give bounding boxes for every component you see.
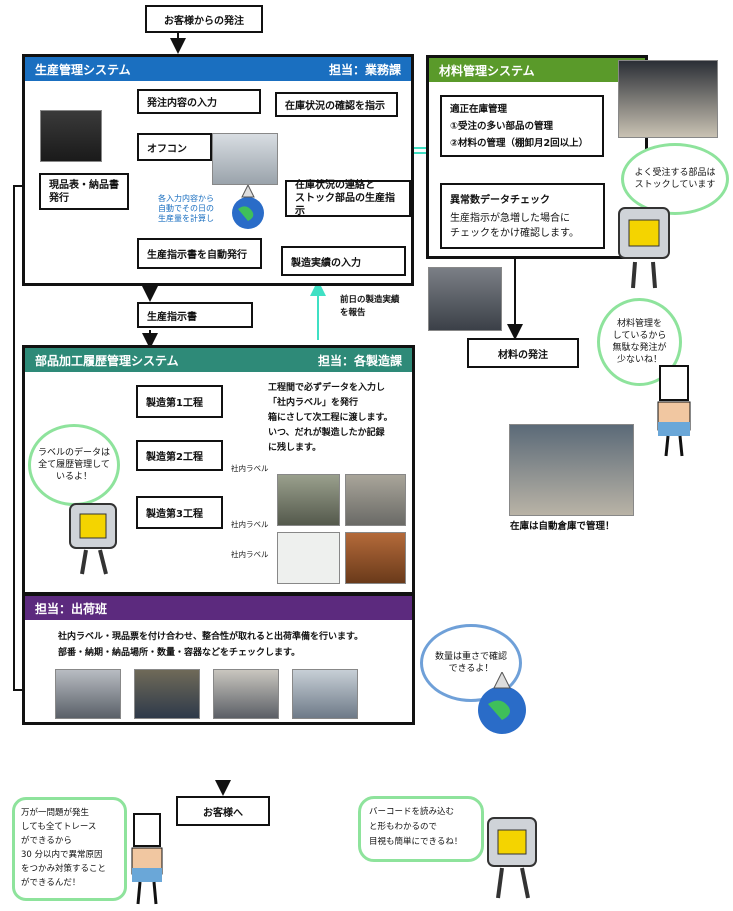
shipping-photo-4 (292, 669, 358, 719)
shipping-photo-2 (134, 669, 200, 719)
abnormal-check-box: 異常数データチェック 生産指示が急増した場合に チェックをかけ確認します。 (440, 183, 605, 249)
label-tag-1: 社内ラベル (231, 464, 269, 473)
production-title: 生産管理システム (35, 62, 131, 77)
shipping-photo-3 (213, 669, 279, 719)
label-tag-3: 社内ラベル (231, 550, 269, 559)
offcon-box: オフコン (137, 133, 212, 161)
worker-photo (277, 474, 340, 526)
barcode-speech-bubble: バーコードを読み込む と形もわかるので 目視も簡単にできるね！ (358, 796, 484, 862)
abnormal-title: 異常数データチェック (450, 195, 550, 206)
production-header: 生産管理システム 担当：業務課 (25, 57, 411, 81)
shipping-title: 担当：出荷班 (35, 601, 108, 616)
globe-mascot-icon (478, 672, 526, 734)
auto-issue-box: 生産指示書を自動発行 (137, 238, 262, 269)
result-input-box: 製造実績の入力 (281, 246, 406, 276)
label-sheet-photo (277, 532, 340, 584)
robot-mascot-icon (487, 817, 537, 899)
material-header: 材料管理システム (429, 58, 645, 82)
monitor-photo (428, 267, 502, 331)
to-customer-box: お客様へ (176, 796, 270, 826)
material-order-box: 材料の発注 (467, 338, 579, 368)
robot-mascot-icon (618, 207, 670, 289)
step2-box: 製造第2工程 (136, 440, 223, 471)
report-note: 前日の製造実績 を報告 (340, 295, 400, 318)
shipping-header: 担当：出荷班 (25, 596, 412, 620)
abnormal-desc: 生産指示が急増した場合に チェックをかけ確認します。 (450, 213, 579, 239)
stock-contact-box: 在庫状況の連絡と ストック部品の生産指示 (285, 180, 411, 217)
terminal-photo (345, 474, 406, 526)
trace-speech-bubble: 万が一問題が発生 しても全てトレース ができるから 30 分以内で異常原因 をつ… (12, 797, 127, 901)
material-pc-photo (618, 60, 718, 138)
stock-check-box: 在庫状況の確認を指示 (275, 92, 398, 117)
shipping-photo-1 (55, 669, 121, 719)
production-owner: 担当：業務課 (328, 62, 401, 77)
office-computer-photo (212, 133, 278, 185)
globe-mascot-icon (232, 185, 264, 229)
material-title: 材料管理システム (439, 63, 535, 78)
step1-box: 製造第1工程 (136, 385, 223, 418)
order-entry-box: 発注内容の入力 (137, 89, 261, 114)
slip-issue-box: 現品表・納品書 発行 (39, 173, 129, 210)
warehouse-caption: 在庫は自動倉庫で管理！ (510, 521, 615, 532)
stock-speech-bubble: よく受注する部品は ストックしています (621, 143, 729, 215)
boy-mascot-icon (131, 813, 163, 905)
robot-mascot-icon (69, 503, 117, 575)
warehouse-photo (509, 424, 634, 516)
box-photo (345, 532, 406, 584)
proper-stock-box: 適正在庫管理 ①受注の多い部品の管理 ②材料の管理（棚卸月2回以上） (440, 95, 604, 157)
parts-owner: 担当：各製造課 (317, 353, 402, 368)
instruction-sheet-box: 生産指示書 (137, 302, 253, 328)
auto-calc-note: 各入力内容から 自動でその日の 生産量を計算し (158, 194, 214, 223)
parts-header: 部品加工履歴管理システム 担当：各製造課 (25, 348, 412, 372)
label-speech-bubble: ラベルのデータは 全て履歴管理して いるよ！ (28, 424, 120, 506)
label-tag-2: 社内ラベル (231, 520, 269, 529)
printer-photo (40, 110, 102, 162)
shipping-description: 社内ラベル・現品票を付け合わせ、整合性が取れると出荷準備を行います。 部番・納期… (58, 632, 364, 658)
customer-order-box: お客様からの発注 (145, 5, 263, 33)
boy-mascot-icon (657, 365, 691, 457)
step3-box: 製造第3工程 (136, 496, 223, 529)
parts-description: 工程間で必ずデータを入力し 「社内ラベル」を発行 箱にさして次工程に渡します。 … (268, 383, 393, 453)
parts-title: 部品加工履歴管理システム (35, 353, 179, 368)
